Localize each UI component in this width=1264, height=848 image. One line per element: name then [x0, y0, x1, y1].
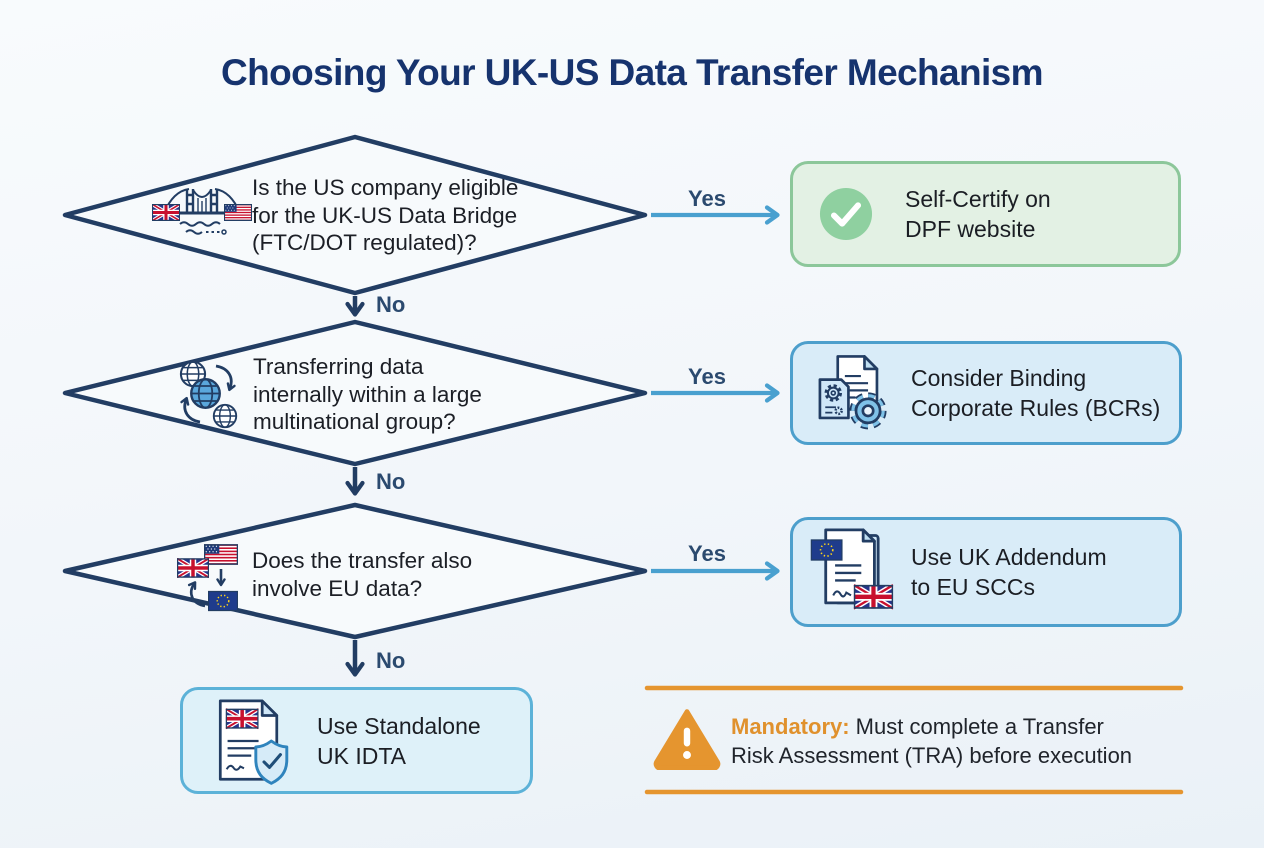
- outcome-box-idta: Use Standalone UK IDTA: [180, 687, 533, 794]
- mandatory-note-prefix: Mandatory:: [731, 714, 850, 739]
- no-label-3: No: [376, 648, 406, 673]
- documents-gear-icon: [818, 355, 887, 430]
- outcome-label-dpf: Self-Certify on DPF website: [905, 186, 1051, 242]
- check-circle-icon: [819, 187, 873, 241]
- uk-us-eu-flags-icon: [177, 544, 238, 612]
- outcome-label-bcr: Consider Binding Corporate Rules (BCRs): [911, 365, 1161, 421]
- eu-uk-document-icon: [810, 528, 897, 616]
- page-title: Choosing Your UK-US Data Transfer Mechan…: [221, 52, 1044, 93]
- mandatory-note: Mandatory: Must complete a Transfer Risk…: [731, 712, 1132, 770]
- mandatory-note-line1: Must complete a Transfer: [849, 714, 1104, 739]
- global-data-transfer-icon: [179, 360, 238, 429]
- outcome-box-dpf: Self-Certify on DPF website: [790, 161, 1181, 267]
- uk-us-bridge-icon: [152, 188, 252, 235]
- uk-document-shield-icon: [218, 699, 289, 785]
- warning-triangle-icon: [653, 709, 721, 770]
- outcome-box-sccs: Use UK Addendum to EU SCCs: [790, 517, 1182, 627]
- outcome-label-sccs: Use UK Addendum to EU SCCs: [911, 544, 1107, 600]
- mandatory-note-line2: Risk Assessment (TRA) before execution: [731, 743, 1133, 768]
- decision-question-2: Transferring data internally within a la…: [253, 354, 482, 434]
- decision-question-3: Does the transfer also involve EU data?: [252, 548, 473, 601]
- yes-label-3: Yes: [688, 541, 726, 566]
- no-label-2: No: [376, 469, 406, 494]
- yes-label-2: Yes: [688, 364, 726, 389]
- outcome-label-idta: Use Standalone UK IDTA: [317, 712, 481, 769]
- outcome-box-bcr: Consider Binding Corporate Rules (BCRs): [790, 341, 1182, 445]
- no-label-1: No: [376, 292, 406, 317]
- decision-question-1: Is the US company eligible for the UK-US…: [252, 175, 519, 255]
- yes-label-1: Yes: [688, 186, 726, 211]
